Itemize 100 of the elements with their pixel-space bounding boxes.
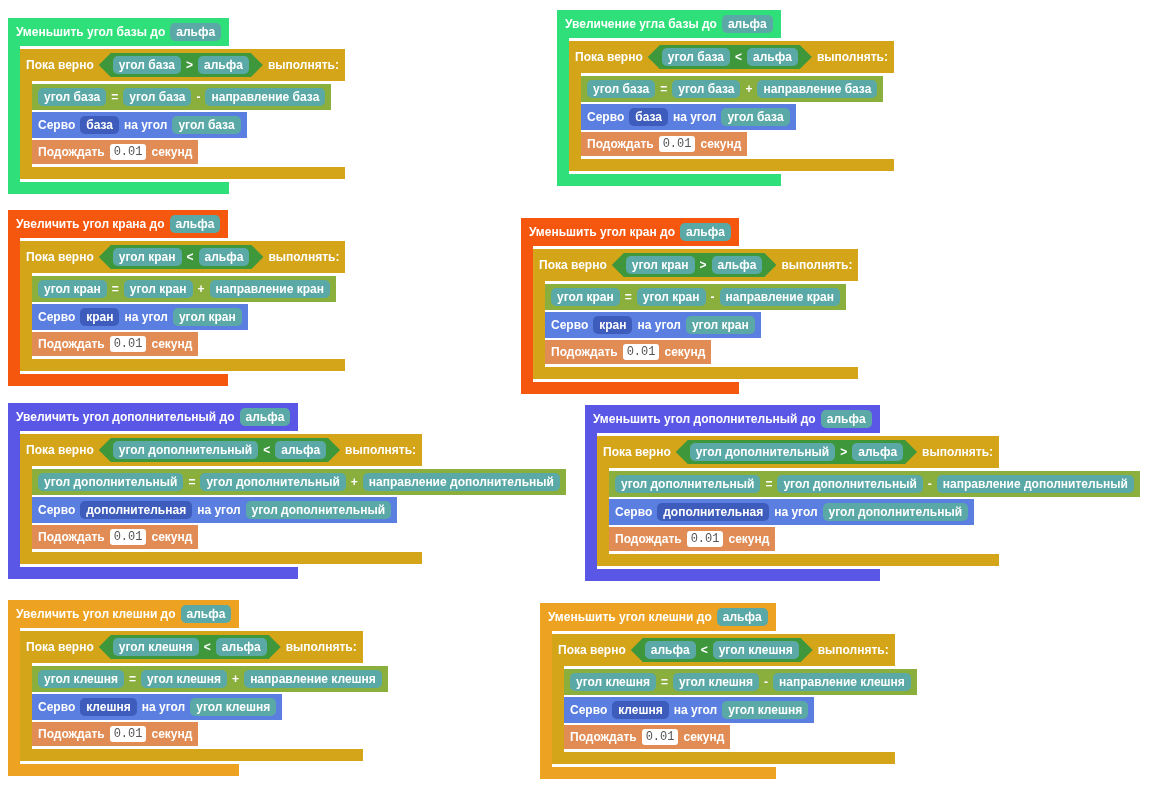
- block-label: секунд: [700, 137, 742, 151]
- wait-block: [581, 132, 748, 156]
- parameter-pill: альфа: [680, 223, 731, 241]
- operator-sign: >: [840, 445, 848, 459]
- variable-pill: направление кран: [719, 288, 840, 306]
- while-loop-block: [597, 436, 1000, 468]
- variable-pill: угол база: [721, 108, 790, 126]
- operator-sign: =: [660, 82, 668, 96]
- variable-pill: направление база: [757, 80, 878, 98]
- block-label: секунд: [683, 730, 725, 744]
- servo-name-pill: клешня: [612, 701, 669, 719]
- while-loop-block: [20, 49, 345, 81]
- function-title: Увеличить угол клешни до: [16, 607, 176, 621]
- servo-name-pill: клешня: [80, 698, 137, 716]
- block-label: Серво: [38, 118, 76, 132]
- operator-sign: +: [232, 672, 240, 686]
- operator-sign: =: [111, 90, 119, 104]
- operator-sign: -: [196, 90, 201, 104]
- operator-sign: <: [263, 443, 271, 457]
- operator-sign: <: [203, 640, 211, 654]
- operator-sign: =: [111, 282, 119, 296]
- variable-pill: альфа: [198, 56, 249, 74]
- wait-block: [32, 722, 199, 746]
- variable-pill: угол клешня: [712, 641, 799, 659]
- block-label: выполнять:: [816, 50, 888, 64]
- variable-pill: угол клешня: [141, 670, 228, 688]
- set-variable-block: [32, 276, 336, 302]
- servo-block: [32, 497, 397, 523]
- block-label: секунд: [151, 337, 193, 351]
- block-label: выполнять:: [781, 258, 853, 272]
- block-label: Пока верно: [26, 443, 94, 457]
- variable-pill: угол кран: [636, 288, 706, 306]
- operator-sign: -: [927, 477, 932, 491]
- set-variable-block: [609, 471, 1140, 497]
- variable-pill: направление клешня: [773, 673, 911, 691]
- operator-sign: +: [350, 475, 358, 489]
- variable-pill: угол дополнительный: [777, 475, 923, 493]
- block-label: Пока верно: [558, 643, 626, 657]
- block-label: выполнять:: [285, 640, 357, 654]
- parameter-pill: альфа: [239, 408, 291, 426]
- variable-pill: угол клешня: [722, 701, 809, 719]
- variable-pill: угол кран: [123, 280, 193, 298]
- block-label: Подождать: [615, 532, 682, 546]
- variable-pill: альфа: [198, 248, 250, 266]
- servo-block: [564, 697, 815, 723]
- servo-name-pill: кран: [593, 316, 633, 334]
- variable-pill: направление клешня: [244, 670, 382, 688]
- variable-pill: угол кран: [625, 256, 695, 274]
- wait-block: [609, 527, 776, 551]
- variable-pill: угол дополнительный: [822, 503, 968, 521]
- block-label: Подождать: [38, 145, 105, 159]
- function-header-block: [557, 10, 781, 38]
- block-label: на угол: [141, 700, 186, 714]
- wait-block: [564, 725, 731, 749]
- parameter-pill: альфа: [180, 605, 232, 623]
- while-loop-block: [552, 634, 895, 666]
- variable-pill: угол база: [587, 80, 656, 98]
- operator-sign: <: [186, 250, 194, 264]
- block-label: Пока верно: [26, 640, 94, 654]
- variable-pill: угол дополнительный: [245, 501, 391, 519]
- operator-sign: -: [764, 675, 769, 689]
- servo-name-pill: база: [80, 116, 119, 134]
- set-variable-block: [581, 76, 884, 102]
- operator-sign: >: [186, 58, 193, 72]
- parameter-pill: альфа: [721, 15, 773, 33]
- block-label: Серво: [570, 703, 608, 717]
- variable-pill: угол дополнительный: [112, 441, 259, 459]
- variable-pill: угол кран: [112, 248, 182, 266]
- set-variable-block: [32, 666, 388, 692]
- variable-pill: угол кран: [38, 280, 107, 298]
- block-label: Подождать: [38, 530, 105, 544]
- set-variable-block: [564, 669, 917, 695]
- block-label: на угол: [124, 310, 168, 324]
- set-variable-block: [32, 469, 566, 495]
- block-label: Серво: [551, 318, 589, 332]
- block-label: секунд: [151, 727, 193, 741]
- variable-pill: угол база: [112, 56, 181, 74]
- variable-pill: угол клешня: [190, 698, 277, 716]
- block-label: выполнять:: [268, 250, 340, 264]
- number-field: 0.01: [658, 136, 696, 152]
- number-field: 0.01: [622, 344, 660, 360]
- variable-pill: угол клешня: [38, 670, 125, 688]
- operator-sign: <: [700, 643, 708, 657]
- block-label: на угол: [673, 703, 718, 717]
- operator-sign: +: [745, 82, 753, 96]
- block-label: Подождать: [570, 730, 637, 744]
- block-label: Пока верно: [26, 58, 94, 72]
- while-loop-block: [20, 631, 363, 663]
- wait-block: [32, 140, 199, 164]
- servo-name-pill: дополнительная: [657, 503, 770, 521]
- operator-sign: -: [710, 290, 715, 304]
- block-label: секунд: [728, 532, 770, 546]
- function-title: Уменьшить угол базы до: [16, 25, 166, 39]
- variable-pill: угол кран: [172, 308, 242, 326]
- block-label: Подождать: [38, 337, 105, 351]
- variable-pill: направление база: [205, 88, 326, 106]
- number-field: 0.01: [109, 144, 147, 160]
- block-label: Пока верно: [26, 250, 94, 264]
- block-label: секунд: [151, 530, 193, 544]
- block-label: Подождать: [551, 345, 618, 359]
